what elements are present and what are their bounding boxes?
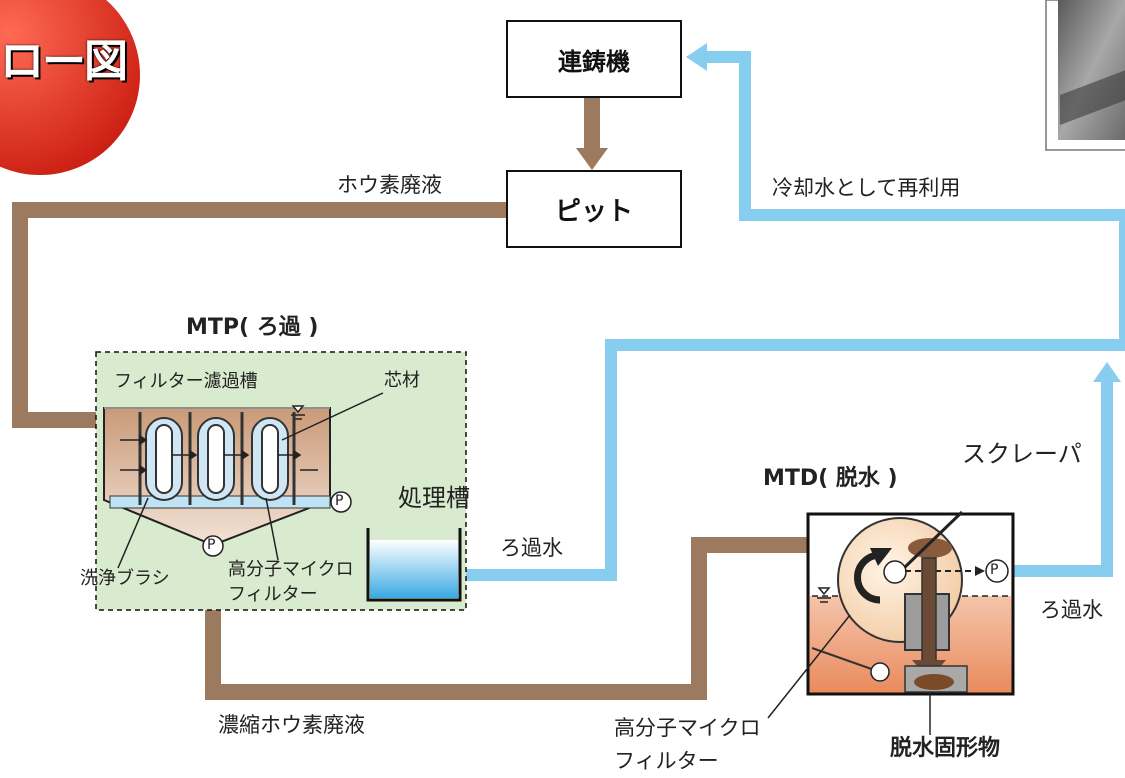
mtp-leader-lines	[117, 392, 384, 569]
pump-mtd	[985, 559, 1009, 583]
arrowhead-caster-pit	[576, 148, 608, 170]
mtd-unit	[767, 510, 1015, 735]
label-filtrate-right: ろ過水	[1040, 598, 1103, 622]
scraper-blade	[903, 510, 964, 569]
label-core: 芯材	[384, 370, 420, 391]
pump-mtp-outlet	[330, 491, 352, 513]
pump-label-mtp-bottom: P	[207, 537, 216, 553]
pipe-mtp-to-mtd	[205, 537, 812, 700]
label-brush: 洗浄ブラシ	[80, 568, 170, 589]
label-treatment-tank: 処理槽	[398, 484, 470, 512]
photo-thumbnail	[1045, 0, 1125, 151]
arrowhead-to-caster	[686, 43, 707, 71]
label-mtp-title: MTP( ろ過 )	[186, 315, 319, 340]
node-pit: ピット	[506, 170, 682, 248]
pump-label-mtd: P	[990, 562, 999, 578]
pipe-pit-to-mtp	[12, 202, 508, 428]
pump-label-mtp-outlet: P	[335, 493, 344, 509]
filter-elements	[145, 417, 289, 501]
label-reuse: 冷却水として再利用	[772, 176, 961, 200]
label-boron-waste: ホウ素廃液	[337, 173, 442, 197]
pipe-reuse	[705, 51, 1125, 345]
arrowhead-up	[1093, 362, 1121, 382]
label-mtp-filter: 高分子マイクロ フィルター	[228, 559, 354, 606]
pipe-mtd-to-reuse	[1012, 380, 1113, 577]
water-level-icon	[291, 405, 305, 420]
pipe-tank-to-reuse	[463, 339, 1125, 581]
label-filtrate-left: ろ過水	[500, 536, 563, 560]
label-scraper: スクレーパ	[962, 440, 1082, 468]
brown-pipes	[12, 94, 812, 700]
label-filter-tank: フィルター濾過槽	[114, 371, 258, 392]
node-pit-label: ピット	[554, 196, 633, 227]
pump-mtp-bottom	[202, 535, 224, 557]
node-caster: 連鋳機	[506, 20, 682, 98]
node-caster-label: 連鋳機	[558, 47, 630, 76]
label-mtd-filter: 高分子マイクロ フィルター	[614, 716, 761, 773]
inflow-arrows	[120, 434, 318, 476]
treatment-tank	[366, 528, 462, 602]
label-dewatered: 脱水固形物	[890, 736, 1001, 761]
flow-badge	[0, 0, 140, 175]
label-concentrated: 濃縮ホウ素廃液	[218, 713, 365, 737]
label-mtd-title: MTD( 脱水 )	[763, 466, 898, 491]
badge-label: ロー図	[0, 36, 128, 87]
